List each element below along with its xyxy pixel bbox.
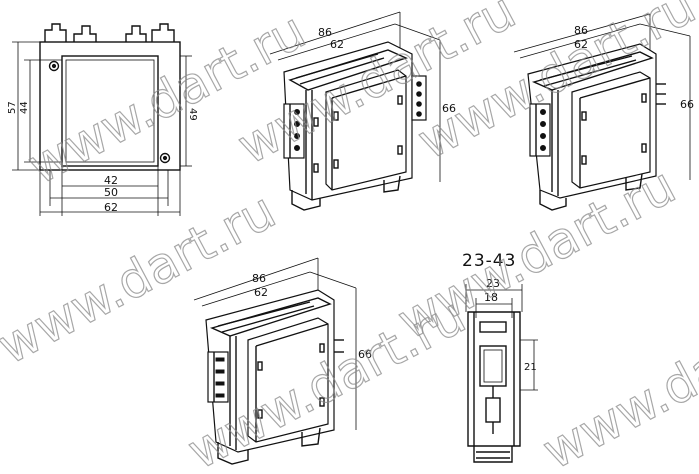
side-view-title: 23-43 — [462, 251, 516, 271]
front-width-outer: 62 — [104, 201, 118, 214]
iso-c-length: 86 — [252, 272, 266, 285]
iso-a-height: 66 — [442, 102, 456, 115]
side-view: 23-43 23 18 21 — [462, 251, 538, 463]
iso-a-width: 62 — [330, 38, 344, 51]
iso-b-length: 86 — [574, 24, 588, 37]
iso-c-width: 62 — [254, 286, 268, 299]
iso-b-width: 62 — [574, 38, 588, 51]
iso-view-b: 86 62 66 — [513, 13, 694, 211]
side-width-inner: 18 — [484, 291, 498, 304]
front-view: 42 50 62 57 44 49 — [7, 23, 198, 216]
iso-view-a: 86 62 66 — [269, 11, 456, 211]
iso-c-height: 66 — [358, 348, 372, 361]
side-height: 21 — [524, 362, 537, 373]
front-height-outer: 57 — [7, 101, 18, 114]
side-width-outer: 23 — [486, 277, 500, 290]
front-height-inner: 44 — [19, 101, 30, 114]
watermark-text: www.dart.ru — [533, 286, 699, 474]
front-height-right: 49 — [187, 108, 198, 121]
front-width-inner: 42 — [104, 174, 118, 187]
iso-b-height: 66 — [680, 98, 694, 111]
iso-view-c: 86 62 66 — [193, 257, 372, 465]
iso-a-length: 86 — [318, 26, 332, 39]
front-width-mid: 50 — [104, 186, 118, 199]
